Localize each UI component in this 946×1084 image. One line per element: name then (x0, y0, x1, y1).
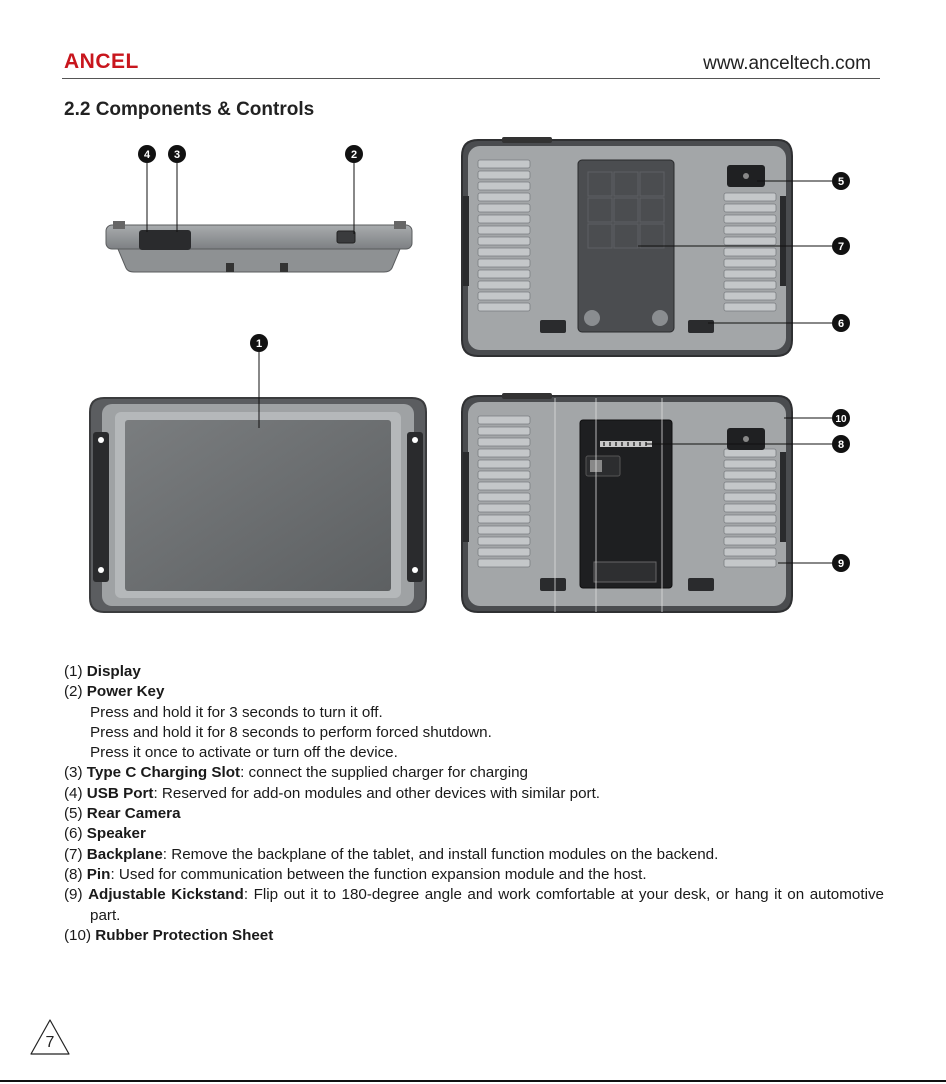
list-item: (10) Rubber Protection Sheet (64, 926, 274, 944)
svg-text:6: 6 (838, 318, 844, 330)
callout-5: 5 (832, 172, 850, 190)
device-diagram: 4 3 2 1 5 7 6 10 8 9 (89, 137, 850, 613)
speaker-grille (540, 320, 566, 333)
svg-text:5: 5 (838, 176, 844, 188)
list-item: (6) Speaker (64, 825, 146, 843)
callout-4: 4 (138, 145, 156, 163)
svg-text:7: 7 (838, 241, 844, 253)
list-item: (1) Display (64, 663, 141, 680)
callout-8: 8 (832, 435, 850, 453)
page-number: 7 (45, 1034, 55, 1051)
list-item: (8) Pin: Used for communication between … (64, 865, 647, 883)
svg-text:1: 1 (256, 338, 262, 350)
svg-text:4: 4 (144, 149, 151, 161)
list-item: (5) Rear Camera (64, 805, 181, 823)
list-item: (4) USB Port: Reserved for add-on module… (64, 784, 601, 802)
svg-text:9: 9 (838, 558, 844, 570)
brand-logo: ANCEL (64, 50, 139, 73)
power-key-note: Press it once to activate or turn off th… (90, 744, 398, 762)
front-view (89, 397, 427, 613)
list-item: (7) Backplane: Remove the backplane of t… (64, 845, 719, 863)
svg-text:8: 8 (838, 439, 844, 451)
website-url: www.anceltech.com (703, 53, 871, 74)
power-key-note: Press and hold it for 3 seconds to turn … (90, 703, 383, 721)
section-title: 2.2 Components & Controls (64, 99, 315, 120)
callout-9: 9 (832, 554, 850, 572)
display-screen (125, 420, 391, 591)
pin-connector (600, 441, 652, 447)
callout-10: 10 (832, 409, 850, 427)
page-badge-icon (30, 1019, 70, 1055)
list-item: (9) Adjustable Kickstand: Flip out it to… (64, 886, 884, 924)
callout-6: 6 (832, 314, 850, 332)
power-key (336, 230, 356, 244)
list-item: (2) Power Key (64, 683, 165, 701)
header-divider (62, 78, 880, 79)
components-list: (1) Display (2) Power Key Press and hold… (64, 662, 884, 946)
top-edge-view (105, 221, 413, 273)
footer-divider (0, 1080, 946, 1082)
leader-lines (146, 163, 832, 564)
list-item: (3) Type C Charging Slot: connect the su… (64, 764, 528, 782)
kickstand (780, 452, 786, 542)
svg-text:2: 2 (351, 149, 357, 161)
power-key-note: Press and hold it for 8 seconds to perfo… (90, 723, 492, 741)
callout-7: 7 (832, 237, 850, 255)
svg-text:10: 10 (835, 414, 847, 425)
back-view-upper (461, 137, 793, 357)
callout-1: 1 (250, 334, 268, 352)
svg-text:3: 3 (174, 149, 180, 161)
back-view-lower (461, 393, 793, 613)
usb-port-slot (139, 230, 191, 250)
callout-2: 2 (345, 145, 363, 163)
callout-3: 3 (168, 145, 186, 163)
